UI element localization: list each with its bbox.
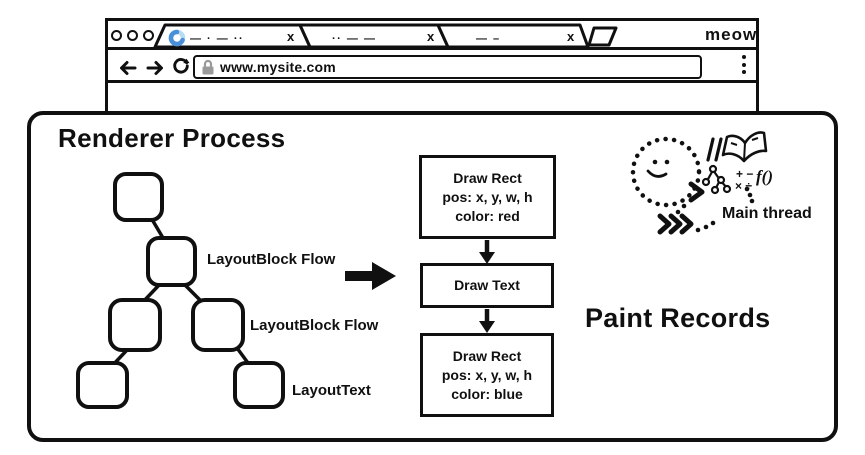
url-field[interactable]: www.mysite.com	[193, 55, 702, 79]
dom-tree-icon	[701, 164, 732, 195]
flow-arrow-icon	[345, 262, 396, 290]
layout-tree-label: LayoutBlock Flow	[250, 317, 379, 334]
lock-icon[interactable]	[201, 59, 215, 75]
layout-tree-label: LayoutBlock Flow	[207, 251, 336, 268]
tab-3[interactable]: — – x	[448, 25, 590, 49]
tree-node	[146, 236, 197, 287]
tab-1-placeholder-text: — · — ··	[190, 33, 245, 45]
dotted-circle-icon	[630, 136, 702, 208]
paint-step-line: pos: x, y, w, h	[442, 188, 533, 205]
menu-button[interactable]	[742, 55, 746, 74]
panel-title: Renderer Process	[58, 123, 286, 153]
tab-1-close-icon[interactable]: x	[287, 29, 295, 44]
smiley-face-icon	[646, 159, 670, 178]
paint-step-box: Draw Rect pos: x, y, w, h color: red	[419, 155, 556, 239]
paint-step-box: Draw Text	[420, 263, 554, 308]
new-tab-icon[interactable]	[587, 26, 618, 47]
paint-step-line: color: red	[455, 207, 520, 224]
tree-node	[113, 172, 164, 222]
window-controls	[111, 30, 154, 41]
tree-node	[233, 361, 285, 409]
reload-arrowhead	[183, 58, 190, 64]
forward-arrow-icon	[146, 61, 163, 75]
tab-2-close-icon[interactable]: x	[427, 29, 435, 44]
chevron-arrows-icon	[657, 181, 705, 235]
paint-step-line: Draw Rect	[453, 169, 522, 186]
pencil-ruler-icon	[706, 137, 723, 162]
back-arrow-icon	[120, 61, 137, 75]
paint-step-line: Draw Text	[454, 277, 520, 293]
back-button[interactable]	[118, 59, 138, 77]
menu-dot-icon	[742, 62, 746, 67]
reload-icon	[173, 58, 189, 74]
renderer-process-panel: Renderer Process	[27, 111, 838, 442]
tree-node	[76, 361, 129, 409]
layout-tree-edges	[109, 215, 253, 369]
url-text: www.mysite.com	[220, 59, 336, 75]
browser-window: — · — ·· x ·· — — x — – x meow www.mysit…	[105, 18, 759, 158]
math-symbols-icon: + −	[736, 167, 753, 181]
main-thread-label: Main thread	[722, 205, 812, 222]
paint-step-box: Draw Rect pos: x, y, w, h color: blue	[420, 333, 554, 417]
menu-dot-icon	[742, 55, 746, 59]
window-control-maximize-icon[interactable]	[143, 30, 154, 41]
loading-spinner-icon	[168, 29, 186, 47]
window-control-close-icon[interactable]	[111, 30, 122, 41]
toolbar-divider	[108, 80, 756, 83]
function-icon: f()	[756, 167, 773, 186]
paint-step-line: pos: x, y, w, h	[441, 366, 533, 383]
paint-step-line: color: blue	[451, 385, 523, 402]
tab-3-placeholder-text: — –	[476, 33, 501, 45]
brand-text: meow	[705, 25, 758, 44]
tab-shapes	[153, 23, 618, 49]
paint-records-label: Paint Records	[585, 303, 771, 333]
tab-3-close-icon[interactable]: x	[567, 29, 575, 44]
tab-2[interactable]: ·· — — x	[310, 25, 450, 49]
forward-button[interactable]	[145, 59, 165, 77]
tree-node	[108, 298, 162, 352]
menu-dot-icon	[742, 70, 746, 74]
window-control-minimize-icon[interactable]	[127, 30, 138, 41]
book-icon	[721, 131, 768, 163]
tab-2-placeholder-text: ·· — —	[332, 33, 377, 45]
tab-1[interactable]: — · — ·· x	[155, 25, 313, 49]
reload-button[interactable]	[171, 57, 191, 75]
tree-node	[191, 298, 245, 352]
layout-tree-label: LayoutText	[292, 382, 371, 399]
tab-3-outline	[436, 23, 590, 49]
layout-tree-nodes	[76, 172, 285, 409]
math-symbols-icon: × ÷	[735, 179, 752, 193]
paint-step-line: Draw Rect	[452, 347, 522, 364]
